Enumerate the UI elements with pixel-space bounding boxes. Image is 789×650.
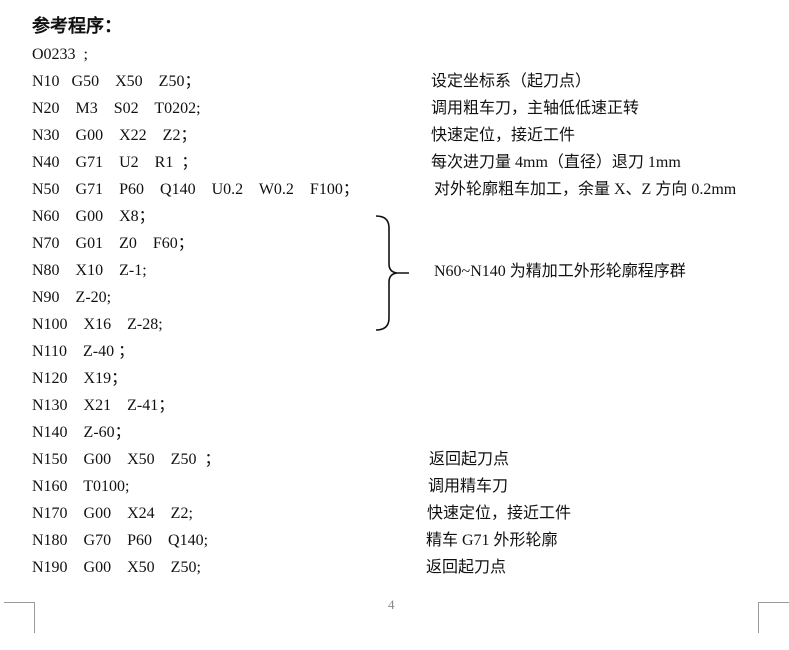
code-line: N170 G00 X24 Z2; 快速定位，接近工件 <box>0 500 789 527</box>
code-statement: N190 G00 X50 Z50; <box>32 559 201 576</box>
code-statement: N150 G00 X50 Z50 ； <box>32 451 221 468</box>
code-line: N10 G50 X50 Z50； 设定坐标系（起刀点） <box>0 68 789 95</box>
code-comment: 快速定位，接近工件 <box>427 505 572 522</box>
code-comment: 对外轮廓粗车加工，余量 X、Z 方向 0.2mm <box>434 181 737 198</box>
code-line: N20 M3 S02 T0202; 调用粗车刀，主轴低低速正转 <box>0 95 789 122</box>
right-brace-icon <box>375 215 409 331</box>
code-statement: N10 G50 X50 Z50； <box>32 73 201 90</box>
code-line: N70 G01 Z0 F60； <box>0 230 789 257</box>
code-comment: 快速定位，接近工件 <box>431 127 576 144</box>
code-line: N150 G00 X50 Z50 ； 返回起刀点 <box>0 446 789 473</box>
code-line: N120 X19； <box>0 365 789 392</box>
page-corner-mark-left <box>4 602 35 633</box>
code-statement: N140 Z-60； <box>32 424 131 441</box>
code-statement: N90 Z-20; <box>32 289 112 306</box>
code-line: O0233 ; <box>0 41 789 68</box>
code-line: N80 X10 Z-1; <box>0 257 789 284</box>
code-statement: N30 G00 X22 Z2； <box>32 127 197 144</box>
code-comment: 调用粗车刀，主轴低低速正转 <box>431 100 640 117</box>
program-listing: O0233 ; N10 G50 X50 Z50； 设定坐标系（起刀点） N20 M3 … <box>0 41 789 581</box>
code-statement: N170 G00 X24 Z2; <box>32 505 193 522</box>
section-heading: 参考程序： <box>32 16 122 37</box>
code-statement: N50 G71 P60 Q140 U0.2 W0.2 F100； <box>32 181 359 198</box>
code-line: N140 Z-60； <box>0 419 789 446</box>
code-comment: 调用精车刀 <box>428 478 509 495</box>
code-statement: N80 X10 Z-1; <box>32 262 147 279</box>
code-comment: 返回起刀点 <box>426 559 507 576</box>
code-line: N50 G71 P60 Q140 U0.2 W0.2 F100； 对外轮廓粗车加工… <box>0 176 789 203</box>
page-number: 4 <box>388 597 395 612</box>
brace-comment: N60~N140 为精加工外形轮廓程序群 <box>434 263 686 280</box>
code-line: N30 G00 X22 Z2； 快速定位，接近工件 <box>0 122 789 149</box>
code-statement: N130 X21 Z-41； <box>32 397 175 414</box>
code-statement: O0233 ; <box>32 46 88 63</box>
code-line: N110 Z-40 ； <box>0 338 789 365</box>
code-line: N100 X16 Z-28; <box>0 311 789 338</box>
code-comment: 返回起刀点 <box>429 451 510 468</box>
code-statement: N40 G71 U2 R1 ； <box>32 154 198 171</box>
code-comment: 精车 G71 外形轮廓 <box>426 532 558 549</box>
code-statement: N180 G70 P60 Q140; <box>32 532 209 549</box>
code-comment: 每次进刀量 4mm（直径）退刀 1mm <box>431 154 681 171</box>
code-line: N160 T0100; 调用精车刀 <box>0 473 789 500</box>
code-statement: N60 G00 X8； <box>32 208 155 225</box>
code-line: N130 X21 Z-41； <box>0 392 789 419</box>
code-statement: N20 M3 S02 T0202; <box>32 100 201 117</box>
code-statement: N110 Z-40 ； <box>32 343 135 360</box>
page-corner-mark-right <box>758 602 789 633</box>
code-statement: N120 X19； <box>32 370 128 387</box>
code-line: N190 G00 X50 Z50; 返回起刀点 <box>0 554 789 581</box>
code-statement: N100 X16 Z-28; <box>32 316 163 333</box>
code-line: N180 G70 P60 Q140; 精车 G71 外形轮廓 <box>0 527 789 554</box>
code-statement: N160 T0100; <box>32 478 130 495</box>
code-line: N90 Z-20; <box>0 284 789 311</box>
code-line: N40 G71 U2 R1 ； 每次进刀量 4mm（直径）退刀 1mm <box>0 149 789 176</box>
code-comment: 设定坐标系（起刀点） <box>431 73 592 90</box>
code-line: N60 G00 X8； <box>0 203 789 230</box>
code-statement: N70 G01 Z0 F60； <box>32 235 194 252</box>
